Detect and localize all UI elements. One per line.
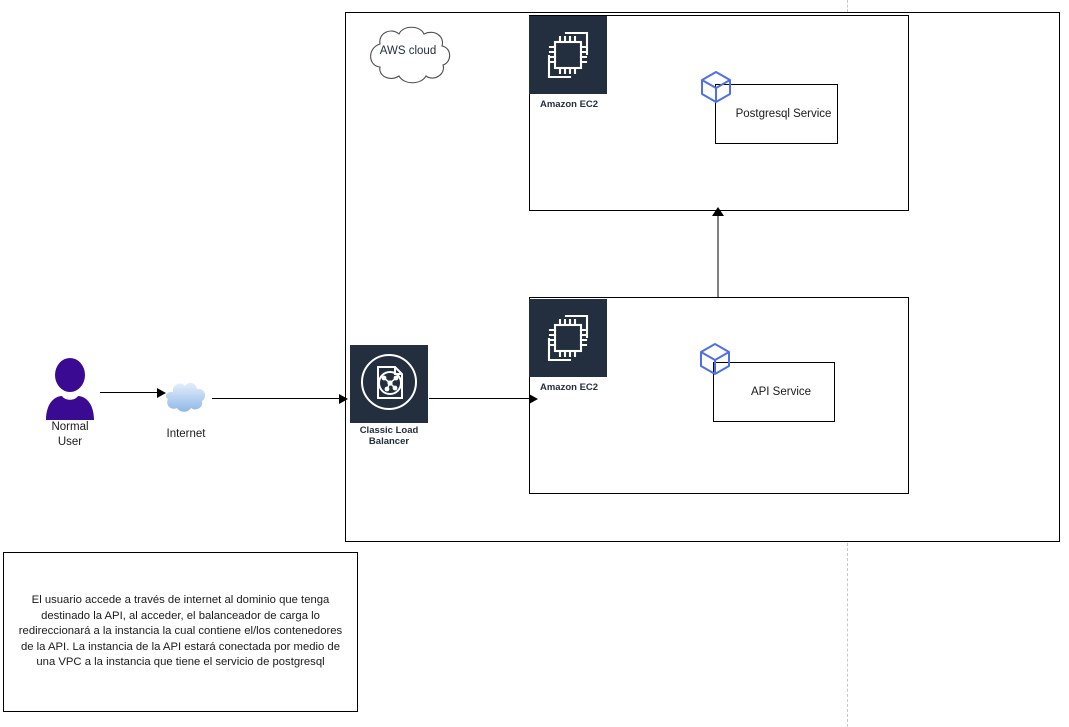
amazon-ec2-icon[interactable] [529, 16, 607, 94]
user-label-line1: Normal [51, 421, 89, 433]
arrow-lb-to-ec2-api [429, 398, 530, 399]
api-service-label: API Service [750, 386, 812, 398]
arrow-ec2-api-to-ec2-postgresql [717, 213, 719, 297]
lb-label-line1: Classic Load [359, 425, 419, 436]
page-guide-line-bottom [847, 543, 848, 727]
cube-icon [697, 341, 733, 377]
person-icon[interactable] [45, 358, 95, 420]
arrow-internet-to-lb [212, 398, 340, 399]
aws-cloud-label: AWS cloud [379, 45, 437, 57]
arrow-user-to-internet [100, 392, 158, 393]
internet-label: Internet [166, 428, 206, 440]
description-note[interactable]: El usuario accede a través de internet a… [3, 552, 358, 712]
arrow-lb-to-ec2-api-head [529, 394, 538, 404]
description-note-text: El usuario accede a través de internet a… [18, 594, 343, 669]
postgresql-service-box[interactable]: Postgresql Service [715, 84, 838, 144]
user-label: Normal User [25, 420, 115, 450]
arrow-ec2-api-to-ec2-postgresql-head [712, 207, 724, 216]
amazon-ec2-label: Amazon EC2 [540, 99, 599, 110]
postgresql-service-label: Postgresql Service [735, 108, 832, 120]
classic-load-balancer-label: Classic Load Balancer [340, 425, 438, 447]
cloud-icon[interactable] [162, 380, 210, 414]
cube-icon [698, 69, 734, 105]
api-service-box[interactable]: API Service [713, 362, 835, 422]
user-label-line2: User [57, 436, 83, 448]
amazon-ec2-icon[interactable] [529, 299, 607, 377]
page-guide-line-top [847, 0, 848, 12]
lb-label-line2: Balancer [368, 436, 410, 447]
amazon-ec2-label: Amazon EC2 [540, 382, 599, 393]
aws-cloud-icon [358, 24, 458, 86]
arrow-user-to-internet-head [157, 388, 166, 398]
arrow-internet-to-lb-head [339, 394, 348, 404]
classic-load-balancer-icon[interactable] [350, 345, 428, 423]
